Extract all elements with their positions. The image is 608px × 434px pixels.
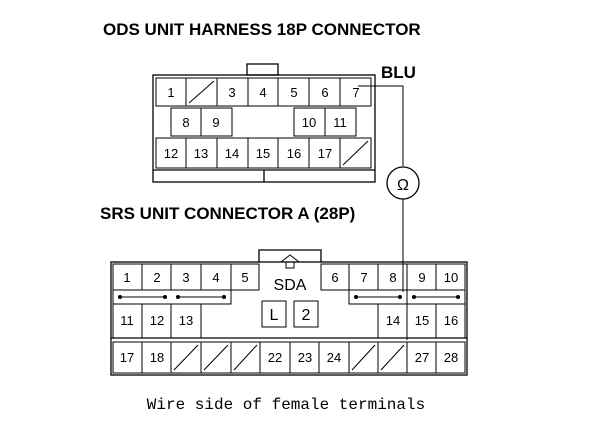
up-arrow-icon: [279, 254, 301, 269]
ods-empty-slot-18: [342, 140, 369, 166]
srs-pin-24: 24: [327, 350, 341, 365]
ods-pin-4: 4: [259, 85, 266, 100]
ods-connector: 1 3 4 5 6 7 8 9 10 11 12 13 14 15 16 17: [152, 63, 376, 183]
ods-pin-11: 11: [333, 115, 347, 130]
srs-pin-1: 1: [123, 270, 130, 285]
srs-pin-12: 12: [150, 313, 164, 328]
shorting-bar-9-10: [412, 295, 460, 299]
srs-pin-16: 16: [444, 313, 458, 328]
srs-lock-l-box: [261, 300, 287, 328]
srs-pin-11: 11: [120, 313, 134, 328]
srs-empty-slot-25: [351, 344, 376, 371]
ods-pin-3: 3: [228, 85, 235, 100]
srs-pin-22: 22: [268, 350, 282, 365]
ods-pin-14: 14: [225, 146, 239, 161]
srs-pin-27: 27: [415, 350, 429, 365]
ods-pin-8: 8: [182, 115, 189, 130]
srs-empty-slot-20: [203, 344, 229, 371]
srs-connector-title: SRS UNIT CONNECTOR A (28P): [100, 204, 355, 223]
ods-pin-13: 13: [194, 146, 208, 161]
ods-connector-title: ODS UNIT HARNESS 18P CONNECTOR: [103, 20, 421, 39]
srs-pin-7: 7: [360, 270, 367, 285]
ods-pin-17: 17: [318, 146, 332, 161]
ods-pin-10: 10: [302, 115, 316, 130]
ods-pin-6: 6: [321, 85, 328, 100]
srs-lock-2-label: 2: [302, 307, 311, 324]
srs-empty-slot-19: [173, 344, 199, 371]
srs-pin-9: 9: [418, 270, 425, 285]
srs-pin-28: 28: [444, 350, 458, 365]
ods-pin-9: 9: [212, 115, 219, 130]
srs-sda-label: SDA: [274, 277, 307, 294]
srs-connector-body: [110, 261, 468, 376]
srs-pin-5: 5: [241, 270, 248, 285]
ohm-symbol: Ω: [397, 177, 409, 194]
srs-pin-10: 10: [444, 270, 458, 285]
srs-pin-17: 17: [120, 350, 134, 365]
shorting-bar-7-8: [354, 295, 402, 299]
srs-pin-3: 3: [182, 270, 189, 285]
ods-pin-16: 16: [287, 146, 301, 161]
srs-lock-2-box: [293, 300, 319, 328]
ods-pin-15: 15: [256, 146, 270, 161]
srs-empty-slot-26: [380, 344, 405, 371]
srs-lock-l-label: L: [270, 307, 279, 324]
shorting-bar-1-2: [118, 295, 167, 299]
ods-pin-7: 7: [352, 85, 359, 100]
srs-pin-14: 14: [386, 313, 400, 328]
srs-pin-18: 18: [150, 350, 164, 365]
caption: Wire side of female terminals: [147, 396, 425, 414]
srs-pin-15: 15: [415, 313, 429, 328]
ods-pin-12: 12: [164, 146, 178, 161]
ohmmeter-test-lead: Ω: [358, 85, 420, 292]
srs-pin-13: 13: [179, 313, 193, 328]
ods-pin-1: 1: [167, 85, 174, 100]
srs-pin-2: 2: [153, 270, 160, 285]
srs-connector: 1 2 3 4 5 6 7 8 9 10 SDA L 2: [110, 249, 468, 376]
shorting-bar-3-4: [176, 295, 226, 299]
srs-pin-4: 4: [212, 270, 219, 285]
srs-pin-6: 6: [331, 270, 338, 285]
ods-empty-slot-2: [188, 80, 215, 104]
srs-pin-23: 23: [298, 350, 312, 365]
ods-lock-tab: [246, 63, 279, 76]
srs-pin-8: 8: [389, 270, 396, 285]
ods-wire-color-label: BLU: [381, 63, 416, 82]
ods-pin-5: 5: [290, 85, 297, 100]
srs-empty-slot-21: [233, 344, 258, 371]
srs-sda-housing: [258, 249, 322, 262]
